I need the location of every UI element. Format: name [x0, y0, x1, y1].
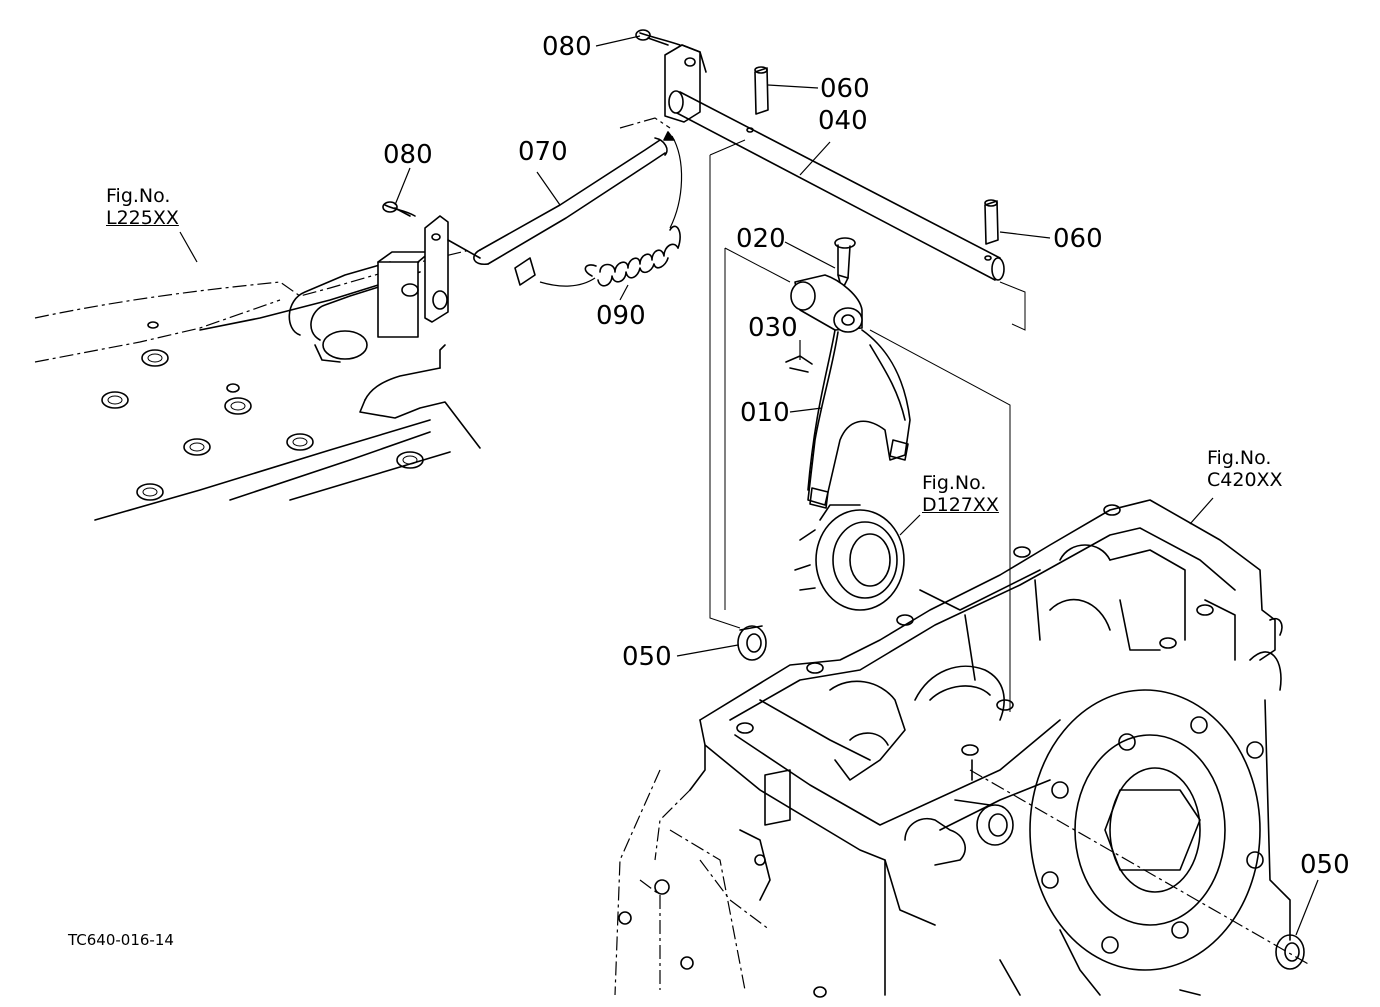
figref-d127-line1: Fig.No.	[922, 472, 987, 494]
figref-l225-line1: Fig.No.	[106, 185, 171, 207]
figref-c420: Fig.No. C420XX	[1207, 447, 1283, 491]
pin-080-top	[635, 29, 681, 46]
pin-060-right	[984, 199, 999, 245]
floor-plate	[34, 249, 481, 521]
label-010: 010	[740, 398, 790, 428]
spring-090	[539, 131, 683, 287]
label-070: 070	[518, 137, 568, 167]
label-060-top: 060	[820, 74, 870, 104]
figref-c420-line2: C420XX	[1207, 469, 1283, 491]
label-080-top: 080	[542, 32, 592, 62]
label-090: 090	[596, 301, 646, 331]
release-bearing	[794, 504, 905, 611]
shaft-040	[668, 90, 1026, 629]
figref-l225: Fig.No. L225XX	[106, 185, 179, 229]
seal-050-left	[737, 625, 767, 661]
rod-070	[473, 117, 671, 286]
drawing-code: TC640-016-14	[68, 931, 174, 949]
label-050-left: 050	[622, 642, 672, 672]
label-050-right: 050	[1300, 850, 1350, 880]
leader-lines	[179, 35, 1319, 936]
label-060-right: 060	[1053, 224, 1103, 254]
figref-c420-line1: Fig.No.	[1207, 447, 1272, 469]
label-040: 040	[818, 106, 868, 136]
pin-060-top	[754, 66, 769, 115]
shift-fork-010	[724, 247, 1011, 712]
label-020: 020	[736, 224, 786, 254]
pin-080-left	[382, 201, 416, 217]
pivot-plate-left	[424, 215, 481, 323]
label-030: 030	[748, 313, 798, 343]
figref-d127-line2: D127XX	[922, 494, 999, 516]
label-080-left: 080	[383, 140, 433, 170]
transmission-case	[614, 499, 1311, 998]
figref-l225-line2: L225XX	[106, 207, 179, 229]
figref-d127: Fig.No. D127XX	[922, 472, 999, 516]
